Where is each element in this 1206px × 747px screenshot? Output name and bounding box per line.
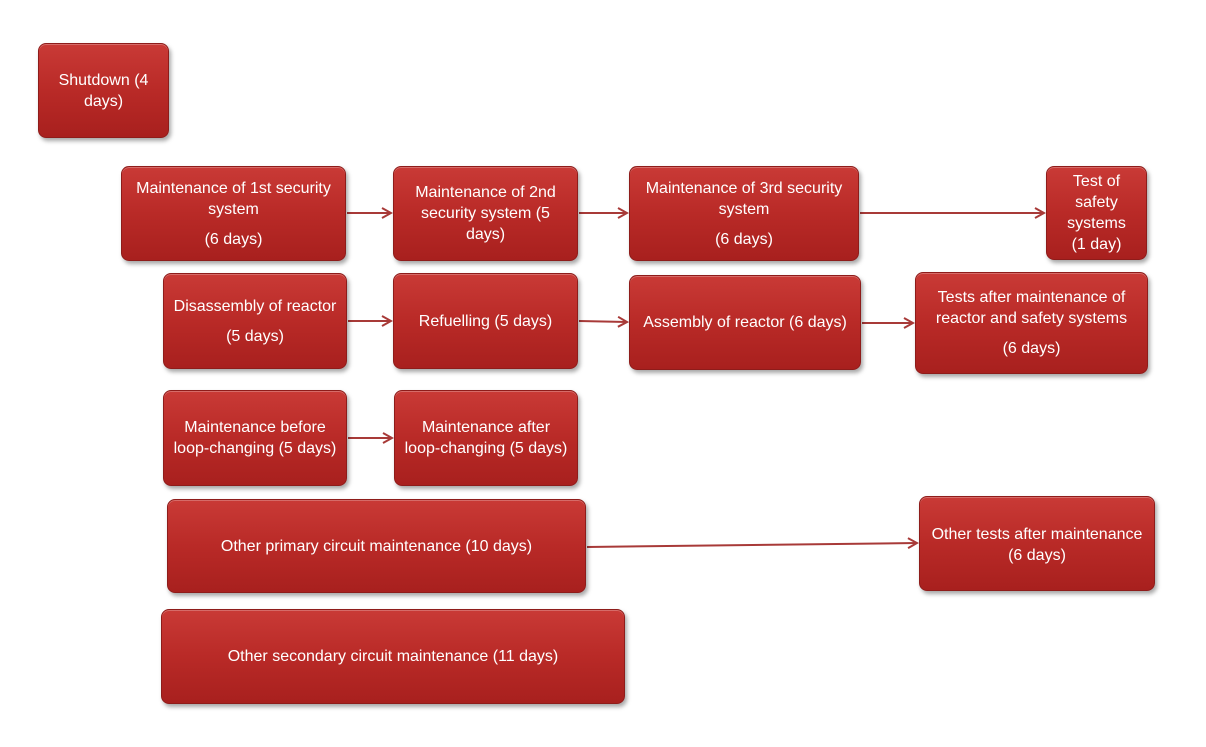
box-text: Refuelling (5 days) — [418, 312, 553, 330]
box-duration: (6 days) — [715, 230, 773, 248]
box-text: reactor and safety systems — [935, 310, 1128, 327]
box-duration: (6 days) — [1002, 340, 1061, 357]
box-duration: (6 days) — [204, 230, 263, 248]
arrow-refuelling-to-assembly — [578, 321, 627, 322]
box-text: Tests after maintenance of — [937, 289, 1126, 306]
box-maintenance-2nd-security: Maintenance of 2nd security system (5 da… — [393, 166, 578, 261]
box-maintenance-before-loop: Maintenance before loop-changing (5 days… — [163, 390, 347, 486]
box-duration: (1 day) — [1071, 236, 1122, 253]
box-disassembly-reactor: Disassembly of reactor (5 days) — [163, 273, 347, 369]
box-text: Maintenance of 1st security — [136, 179, 331, 197]
arrow-primary-to-other-tests — [586, 543, 917, 547]
box-text: days) — [465, 226, 506, 243]
box-tests-after-maintenance: Tests after maintenance of reactor and s… — [915, 272, 1148, 374]
box-maintenance-3rd-security: Maintenance of 3rd security system (6 da… — [629, 166, 859, 261]
box-text: Other primary circuit maintenance (10 da… — [220, 537, 533, 555]
box-text: systems — [1067, 215, 1126, 232]
box-other-primary-circuit: Other primary circuit maintenance (10 da… — [167, 499, 586, 593]
box-duration: (6 days) — [1008, 547, 1066, 564]
box-text: Maintenance before — [184, 419, 326, 436]
box-shutdown: Shutdown (4 days) — [38, 43, 169, 138]
box-text: Shutdown (4 — [58, 71, 149, 89]
box-maintenance-after-loop: Maintenance after loop-changing (5 days) — [394, 390, 578, 486]
box-text: Test of — [1072, 173, 1121, 190]
box-text: Maintenance after — [421, 419, 551, 436]
box-test-safety-systems: Test of safety systems (1 day) — [1046, 166, 1147, 260]
box-text: Maintenance of 2nd — [415, 184, 556, 201]
box-text: days) — [83, 92, 124, 110]
box-text: Other secondary circuit maintenance (11 … — [227, 648, 559, 665]
box-text: safety — [1075, 194, 1118, 211]
box-text: Disassembly of reactor — [173, 297, 337, 315]
box-text: system — [718, 200, 770, 218]
box-text: Assembly of reactor (6 days) — [643, 314, 847, 331]
box-text: Other tests after maintenance — [931, 526, 1143, 543]
box-maintenance-1st-security: Maintenance of 1st security system (6 da… — [121, 166, 346, 261]
box-assembly-reactor: Assembly of reactor (6 days) — [629, 275, 861, 370]
box-other-tests-after-maintenance: Other tests after maintenance (6 days) — [919, 496, 1155, 591]
box-text: security system (5 — [421, 205, 550, 222]
box-duration: (5 days) — [226, 327, 284, 345]
box-text: loop-changing (5 days) — [173, 440, 337, 457]
box-text: Maintenance of 3rd security — [645, 179, 843, 197]
box-text: system — [208, 200, 259, 218]
box-other-secondary-circuit: Other secondary circuit maintenance (11 … — [161, 609, 625, 704]
box-text: loop-changing (5 days) — [404, 440, 568, 457]
box-refuelling: Refuelling (5 days) — [393, 273, 578, 369]
